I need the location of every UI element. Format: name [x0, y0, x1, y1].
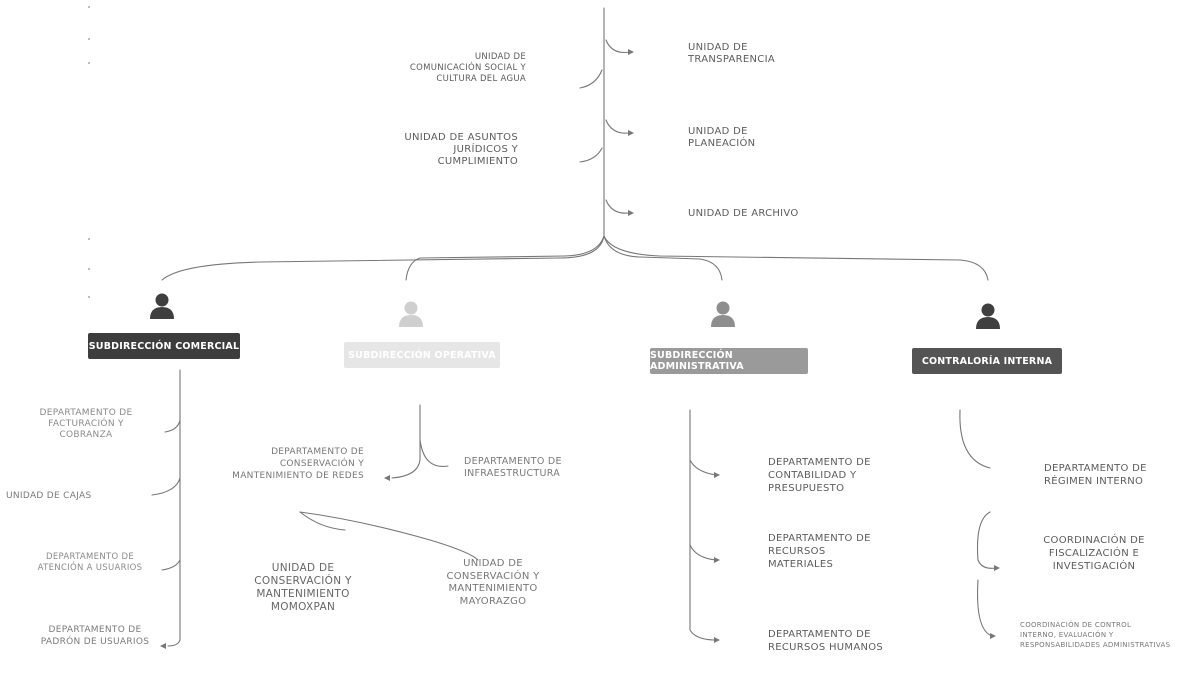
- person-icon: [976, 303, 1000, 329]
- branch-control: [603, 235, 989, 281]
- staff-unit-transparencia: UNIDAD DE TRANSPARENCIA: [688, 42, 775, 65]
- contraloria-interna-box: CONTRALORÍA INTERNA: [912, 348, 1062, 374]
- margin-dot: [88, 38, 90, 40]
- subdireccion-comercial-box: SUBDIRECCIÓN COMERCIAL: [88, 333, 240, 359]
- administrativa-trunk: [689, 409, 717, 641]
- connector-comunicacion: [579, 69, 603, 89]
- comercial-trunk: [167, 369, 181, 647]
- control-trunk: [959, 409, 991, 469]
- connector-planeacion: [605, 119, 631, 134]
- person-icon: [399, 301, 423, 327]
- dept-recursos-humanos: DEPARTAMENTO DE RECURSOS HUMANOS: [768, 629, 884, 653]
- margin-dot: [88, 6, 90, 8]
- connector-archivo: [605, 199, 631, 214]
- dept-padron-usuarios: DEPARTAMENTO DE PADRÓN DE USUARIOS: [40, 625, 150, 647]
- branch-comercial: [161, 235, 605, 281]
- unit-cajas: UNIDAD DE CAJAS: [6, 491, 92, 501]
- margin-dot: [88, 62, 90, 64]
- staff-unit-juridicos: UNIDAD DE ASUNTOS JURÍDICOS Y CUMPLIMIEN…: [404, 132, 518, 167]
- subdireccion-administrativa-box: SUBDIRECCIÓN ADMINISTRATIVA: [650, 348, 808, 374]
- dept-atencion-usuarios: DEPARTAMENTO DE ATENCIÓN A USUARIOS: [37, 552, 143, 573]
- dept-recursos-materiales: DEPARTAMENTO DE RECURSOS MATERIALES: [768, 533, 871, 570]
- staff-unit-archivo: UNIDAD DE ARCHIVO: [688, 208, 799, 219]
- subdireccion-operativa-box: SUBDIRECCIÓN OPERATIVA: [344, 342, 500, 368]
- margin-dot: [88, 238, 90, 240]
- dept-contabilidad: DEPARTAMENTO DE CONTABILIDAD Y PRESUPUES…: [768, 457, 871, 494]
- connector-transparencia: [605, 39, 631, 54]
- dept-facturacion: DEPARTAMENTO DE FACTURACIÓN Y COBRANZA: [39, 408, 133, 440]
- operativa-trunk: [391, 404, 421, 479]
- connector-juridicos: [579, 147, 603, 163]
- person-icon: [150, 293, 174, 319]
- staff-unit-comunicacion: UNIDAD DE COMUNICACIÓN SOCIAL Y CULTURA …: [409, 52, 526, 84]
- margin-dot: [88, 268, 90, 270]
- branch-operativa: [405, 235, 605, 281]
- staff-unit-planeacion: UNIDAD DE PLANEACIÓN: [688, 126, 756, 149]
- coord-control-interno: COORDINACIÓN DE CONTROL INTERNO, EVALUAC…: [1020, 621, 1171, 649]
- dept-infraestructura: DEPARTAMENTO DE INFRAESTRUCTURA: [464, 456, 562, 479]
- dept-conservacion-redes: DEPARTAMENTO DE CONSERVACIÓN Y MANTENIMI…: [232, 447, 364, 481]
- branch-administrativa: [603, 235, 723, 281]
- unit-mayorazgo: UNIDAD DE CONSERVACIÓN Y MANTENIMIENTO M…: [446, 558, 540, 607]
- margin-dot: [88, 296, 90, 298]
- person-icon: [711, 301, 735, 327]
- unit-momoxpan: UNIDAD DE CONSERVACIÓN Y MANTENIMIENTO M…: [254, 562, 352, 613]
- coord-fiscalizacion: COORDINACIÓN DE FISCALIZACIÓN E INVESTIG…: [1043, 535, 1145, 572]
- dept-regimen-interno: DEPARTAMENTO DE RÉGIMEN INTERNO: [1044, 463, 1147, 487]
